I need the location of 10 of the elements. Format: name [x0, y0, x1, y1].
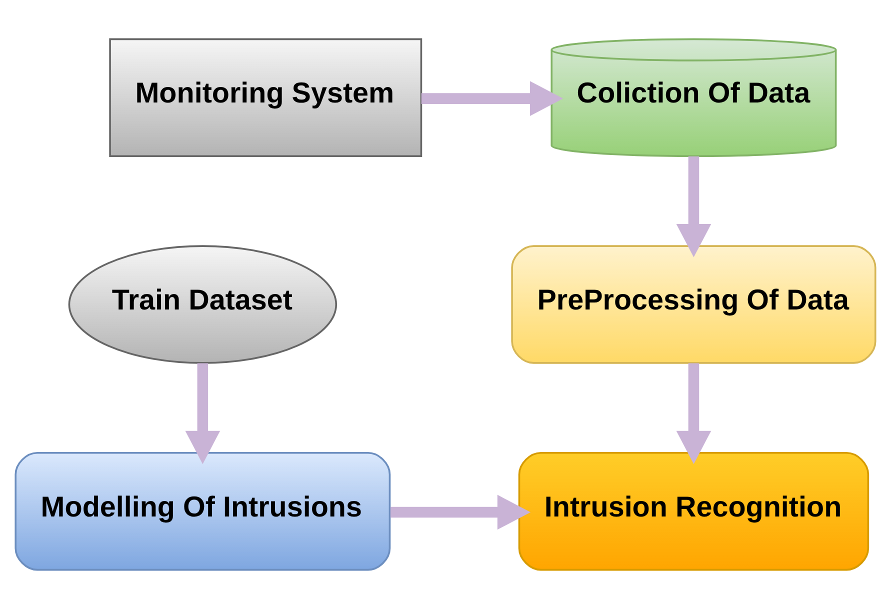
arrow	[676, 362, 712, 464]
arrow	[421, 80, 564, 116]
node-box: Intrusion Recognition	[518, 452, 870, 570]
arrow	[185, 362, 220, 464]
node-ellipse: Train Dataset	[68, 244, 338, 364]
arrow	[390, 494, 531, 530]
node-box: PreProcessing Of Data	[511, 244, 876, 364]
arrow	[676, 156, 712, 257]
node-box: Modelling Of Intrusions	[14, 452, 391, 570]
node-box: Monitoring System	[109, 38, 422, 157]
